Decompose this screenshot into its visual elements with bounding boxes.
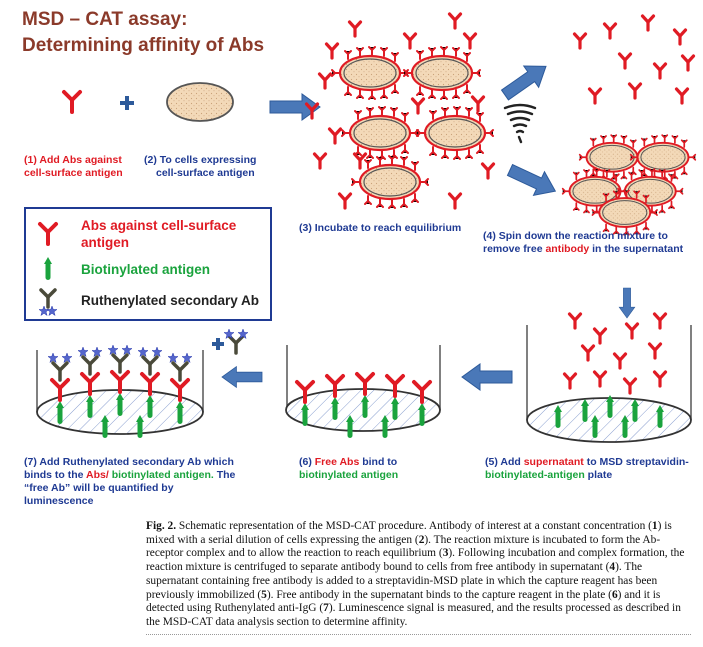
centrifuge-icon	[503, 103, 537, 144]
free-antibodies	[572, 14, 696, 105]
step1-label-line2: cell-surface antigen	[24, 167, 123, 179]
well-step6	[285, 345, 441, 438]
arrow-down-icon	[504, 157, 562, 204]
cell-icon	[166, 82, 234, 122]
step6-label-line1: (6) Free Abs bind to	[299, 456, 398, 468]
cell-pellet	[561, 134, 697, 236]
step7-label-line4: luminescence	[24, 495, 94, 507]
well-step7	[36, 344, 204, 438]
step4-label-line2: remove free antibody in the supernatant	[483, 243, 684, 255]
arrow-left-icon-2	[221, 366, 263, 388]
step3-label: (3) Incubate to reach equilibrium	[299, 222, 462, 234]
arrow-left-icon	[461, 363, 513, 391]
step7-label-line3: “free Ab” will be quantified by	[24, 482, 174, 494]
title-line2: Determining affinity of Abs	[22, 35, 265, 56]
title-line1: MSD – CAT assay:	[22, 9, 188, 30]
arrow-down-small-icon	[618, 287, 636, 319]
equilibrium-mixture	[304, 12, 496, 210]
step4-label-line1: (4) Spin down the reaction mixture to	[483, 230, 668, 242]
step7-label-line1: (7) Add Ruthenylated secondary Ab which	[24, 456, 234, 468]
step2-label-line1: (2) To cells expressing	[144, 154, 257, 166]
antibody-icon	[62, 90, 82, 114]
legend-item2: Biotinylated antigen	[81, 262, 211, 277]
step5-label-line1: (5) Add supernatant to MSD streptavidin-	[485, 456, 689, 468]
legend-item1-line2: antigen	[81, 235, 130, 250]
step7-label-line2: binds to the Abs/ biotinylated antigen. …	[24, 469, 236, 481]
arrow-up-icon	[497, 55, 554, 107]
step5-label-line2: biotinylated-antigen plate	[485, 469, 613, 481]
divider	[146, 634, 691, 635]
well-step5	[526, 312, 692, 443]
step6-label-line2: biotinylated antigen	[299, 469, 399, 481]
figure-caption: Fig. 2. Schematic representation of the …	[146, 520, 685, 628]
caption-label: Fig. 2.	[146, 520, 177, 532]
legend-box: Abs against cell-surface antigen Biotiny…	[24, 207, 272, 321]
secondary-ab-icon	[212, 328, 249, 355]
legend-item3: Ruthenylated secondary Ab	[81, 293, 260, 308]
plus-icon	[120, 96, 134, 110]
step2-label-line2: cell-surface antigen	[156, 167, 255, 179]
step1-label-line1: (1) Add Abs against	[24, 154, 122, 166]
legend-item1-line1: Abs against cell-surface	[81, 218, 237, 233]
